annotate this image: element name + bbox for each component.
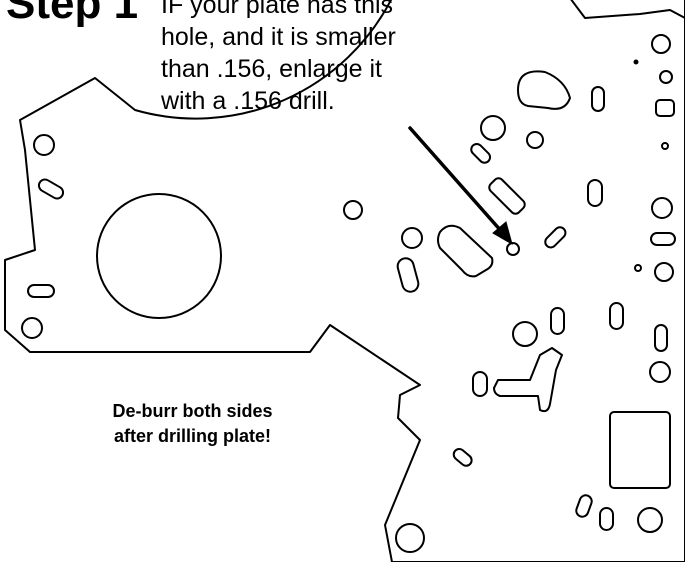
step-label: Step 1 [6, 0, 139, 28]
right-hole-5 [649, 361, 671, 383]
diag-slot [488, 177, 526, 215]
upper-hole-b [526, 131, 544, 149]
note-line-1: De-burr both sides [112, 401, 273, 421]
bottom-slot-a [575, 494, 593, 518]
bottom-hole-a [637, 507, 663, 533]
left-hole-bottom [21, 317, 43, 339]
small-slot-b [544, 226, 567, 249]
bottom-slot-b [599, 507, 614, 531]
note-line-2: after drilling plate! [113, 426, 272, 446]
large-bore [96, 193, 222, 319]
right-slot-1 [650, 232, 676, 246]
right-square [655, 99, 675, 117]
lower-pocket [493, 347, 563, 413]
instruction-line-2: hole, and it is smaller [161, 23, 396, 51]
right-pin [661, 142, 669, 150]
right-slot-2 [654, 324, 668, 352]
upper-hole-a [480, 115, 506, 141]
right-dot [634, 264, 642, 272]
lower-slot-b [609, 302, 624, 330]
right-hole-1 [651, 34, 671, 54]
left-slot [37, 178, 65, 200]
plate-right-flange [570, 0, 685, 19]
vert-slot-mid [587, 179, 603, 207]
lower-slot-a [550, 307, 565, 335]
instruction-line-3: than .156, enlarge it [161, 55, 382, 83]
center-slot-a [396, 257, 420, 293]
lower-slot-c [472, 371, 488, 397]
instruction-line-4: with a .156 drill. [161, 87, 335, 115]
instruction-line-1: IF your plate has this [161, 0, 394, 19]
right-hole-2 [659, 70, 673, 84]
center-hole-b [401, 227, 423, 249]
center-hole-a [343, 200, 363, 220]
bottom-rect [609, 411, 671, 489]
right-hole-3 [651, 197, 673, 219]
bottom-hole-b [395, 523, 425, 553]
instruction-text: IF your plate has this hole, and it is s… [161, 0, 396, 117]
lower-hole-a [512, 321, 538, 347]
target-hole [506, 242, 520, 256]
upper-slot [591, 86, 605, 112]
upper-pocket [517, 70, 571, 110]
deburr-note: De-burr both sides after drilling plate! [85, 399, 300, 449]
leader-arrow [408, 126, 513, 246]
center-pocket [437, 224, 494, 278]
top-dot [633, 59, 639, 65]
plate-outline [4, 0, 685, 562]
lower-slot-d [452, 447, 473, 467]
left-hole-top [33, 134, 55, 156]
small-slot-a [470, 142, 492, 164]
right-hole-4 [654, 262, 674, 282]
left-mid-slot [27, 284, 55, 298]
